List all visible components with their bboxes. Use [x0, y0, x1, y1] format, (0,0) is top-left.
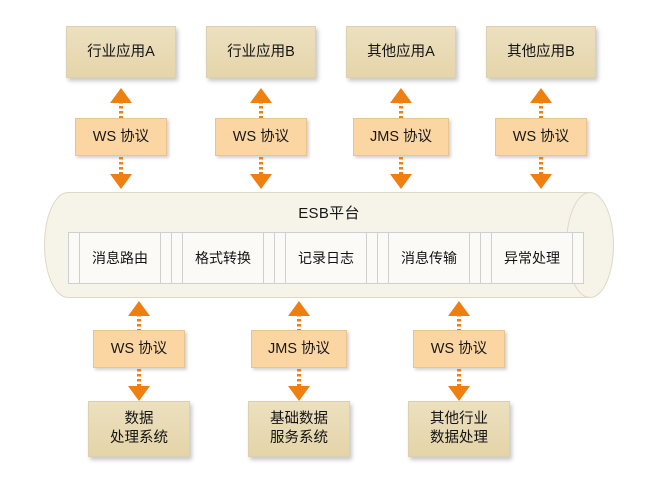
esb-platform-cylinder: ESB平台 消息路由 格式转换 记录日志 消息传输 异常处理: [44, 192, 614, 298]
table-spacer-cell: [274, 232, 286, 284]
arrow-stem: [297, 314, 301, 330]
system-box-line2: 服务系统: [270, 430, 328, 446]
app-box-label: 其他应用A: [367, 43, 435, 60]
protocol-label: WS 协议: [430, 340, 488, 357]
arrow-up-icon-bottom-2: [288, 301, 310, 330]
protocol-box-bottom-ws-1[interactable]: WS 协议: [93, 330, 185, 368]
protocol-box-top-ws-3[interactable]: WS 协议: [495, 118, 587, 156]
table-spacer-cell: [469, 232, 481, 284]
arrow-head: [390, 88, 412, 103]
app-box-industry-b[interactable]: 行业应用B: [206, 26, 316, 78]
table-spacer-cell: [377, 232, 389, 284]
arrow-stem: [457, 369, 461, 388]
system-box-line1: 其他行业: [430, 411, 488, 428]
system-box-line2: 处理系统: [110, 430, 168, 446]
arrow-up-icon-bottom-1: [128, 301, 150, 330]
arrow-head: [448, 386, 470, 401]
arrow-down-icon-esb-4: [530, 157, 552, 189]
app-box-label: 行业应用A: [87, 43, 155, 60]
arrow-stem: [297, 369, 301, 388]
esb-platform-title: ESB平台: [298, 205, 360, 222]
arrow-stem: [399, 157, 403, 176]
arrow-head: [390, 174, 412, 189]
arrow-up-icon-bottom-3: [448, 301, 470, 330]
table-row: 消息路由 格式转换 记录日志 消息传输 异常处理: [68, 232, 584, 284]
arrow-head: [110, 174, 132, 189]
arrow-stem: [399, 101, 403, 118]
app-box-industry-a[interactable]: 行业应用A: [66, 26, 176, 78]
arrow-head: [530, 88, 552, 103]
arrow-stem: [137, 369, 141, 388]
arrow-up-icon-app-2: [250, 88, 272, 118]
esb-service-table: 消息路由 格式转换 记录日志 消息传输 异常处理: [68, 232, 584, 284]
system-box-basic-data-service[interactable]: 基础数据 服务系统: [248, 401, 350, 457]
app-box-label: 其他应用B: [507, 43, 575, 60]
esb-service-cell-logging[interactable]: 记录日志: [285, 232, 367, 284]
arrow-up-icon-app-4: [530, 88, 552, 118]
esb-service-cell-routing[interactable]: 消息路由: [79, 232, 161, 284]
app-box-other-a[interactable]: 其他应用A: [346, 26, 456, 78]
protocol-box-top-ws-2[interactable]: WS 协议: [215, 118, 307, 156]
arrow-head: [110, 88, 132, 103]
app-box-other-b[interactable]: 其他应用B: [486, 26, 596, 78]
esb-service-cell-exception[interactable]: 异常处理: [491, 232, 573, 284]
arrow-head: [250, 88, 272, 103]
arrow-head: [128, 386, 150, 401]
arrow-head: [530, 174, 552, 189]
arrow-stem: [137, 314, 141, 330]
arrow-down-icon-system-2: [288, 369, 310, 401]
protocol-label: WS 协议: [110, 340, 168, 357]
arrow-down-icon-esb-1: [110, 157, 132, 189]
esb-service-cell-transform[interactable]: 格式转换: [182, 232, 264, 284]
system-box-line1: 基础数据: [270, 411, 328, 428]
app-box-label: 行业应用B: [227, 43, 295, 60]
arrow-head: [288, 301, 310, 316]
arrow-head: [250, 174, 272, 189]
protocol-box-bottom-ws-2[interactable]: WS 协议: [413, 330, 505, 368]
arrow-down-icon-esb-3: [390, 157, 412, 189]
protocol-box-top-ws-1[interactable]: WS 协议: [75, 118, 167, 156]
table-spacer-cell: [171, 232, 183, 284]
arrow-down-icon-system-3: [448, 369, 470, 401]
arrow-head: [288, 386, 310, 401]
system-box-line2: 数据处理: [430, 430, 488, 446]
esb-service-cell-messaging[interactable]: 消息传输: [388, 232, 470, 284]
table-spacer-cell: [572, 232, 584, 284]
table-spacer-cell: [480, 232, 492, 284]
table-spacer-cell: [68, 232, 80, 284]
protocol-label: WS 协议: [232, 128, 290, 145]
table-spacer-cell: [366, 232, 378, 284]
arrow-stem: [457, 314, 461, 330]
arrow-up-icon-app-1: [110, 88, 132, 118]
protocol-label: WS 协议: [512, 128, 570, 145]
arrow-stem: [539, 101, 543, 118]
arrow-up-icon-app-3: [390, 88, 412, 118]
arrow-down-icon-esb-2: [250, 157, 272, 189]
arrow-stem: [539, 157, 543, 176]
arrow-stem: [119, 157, 123, 176]
table-spacer-cell: [263, 232, 275, 284]
system-box-line1: 数据: [124, 411, 154, 428]
table-spacer-cell: [160, 232, 172, 284]
arrow-stem: [259, 101, 263, 118]
system-box-data-processing[interactable]: 数据 处理系统: [88, 401, 190, 457]
protocol-label: JMS 协议: [267, 340, 331, 357]
protocol-box-bottom-jms[interactable]: JMS 协议: [251, 330, 347, 368]
protocol-label: WS 协议: [92, 128, 150, 145]
protocol-label: JMS 协议: [369, 128, 433, 145]
arrow-head: [128, 301, 150, 316]
system-box-other-industry-data[interactable]: 其他行业 数据处理: [408, 401, 510, 457]
arrow-stem: [119, 101, 123, 118]
arrow-head: [448, 301, 470, 316]
arrow-down-icon-system-1: [128, 369, 150, 401]
protocol-box-top-jms[interactable]: JMS 协议: [353, 118, 449, 156]
arrow-stem: [259, 157, 263, 176]
